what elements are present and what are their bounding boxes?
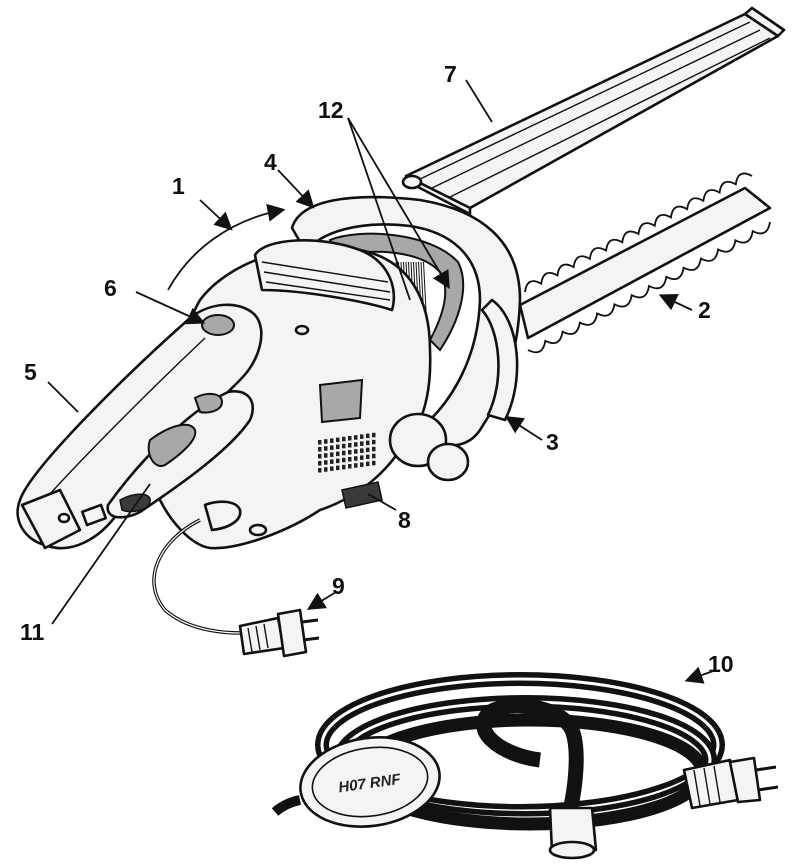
vent-slot — [354, 456, 358, 461]
vent-slot — [336, 458, 340, 464]
blade — [518, 172, 772, 354]
vent-slot — [366, 454, 370, 460]
vent-slot — [342, 457, 346, 463]
label-12: 12 — [318, 97, 344, 123]
vent-slot — [354, 442, 358, 447]
label-5: 5 — [24, 359, 37, 385]
vent-slot — [348, 436, 352, 441]
vent-slot — [342, 443, 346, 449]
vent-slot — [360, 434, 364, 439]
vent-slot — [354, 449, 358, 454]
vent-slot — [366, 440, 370, 446]
vent-slot — [318, 447, 322, 452]
vent-slot — [366, 461, 370, 467]
vent-slot — [330, 466, 334, 471]
vent-slot — [324, 439, 328, 444]
rear-handle — [16, 303, 263, 550]
vent-slot — [318, 468, 322, 473]
vent-slot — [360, 441, 364, 446]
vent-slot — [348, 450, 352, 455]
vent-slot — [366, 447, 370, 453]
label-1: 1 — [172, 173, 185, 199]
vent-slot — [330, 438, 334, 443]
vent-slot — [336, 437, 340, 443]
vent-slot — [342, 464, 346, 470]
vent-slot — [336, 451, 340, 457]
vent-slot — [348, 457, 352, 462]
vent-slot — [354, 435, 358, 440]
label-6: 6 — [104, 275, 117, 301]
vent-slot — [318, 454, 322, 459]
label-10: 10 — [708, 651, 734, 677]
vent-slot — [324, 446, 328, 451]
vent-slot — [324, 460, 328, 465]
vent-slot — [318, 461, 322, 466]
vent-slot — [330, 445, 334, 450]
vent-slot — [342, 450, 346, 456]
vent-slot — [324, 453, 328, 458]
vent-slot — [336, 444, 340, 450]
vent-slot — [342, 436, 346, 442]
vent-slot — [330, 452, 334, 457]
extension-cord: H07 RNF — [271, 672, 779, 860]
vent-slot — [372, 439, 376, 445]
label-11: 11 — [20, 619, 45, 645]
power-cord — [152, 500, 320, 658]
vent-slot — [348, 464, 352, 469]
vent-slot — [372, 460, 376, 466]
vent-slot — [354, 463, 358, 468]
label-8: 8 — [398, 507, 411, 533]
blade-cover — [401, 6, 786, 216]
vent-slot — [360, 455, 364, 460]
label-2: 2 — [698, 297, 711, 323]
vent-slot — [372, 432, 376, 438]
label-4: 4 — [264, 149, 277, 175]
rotation-arc — [167, 203, 286, 291]
vent-slot — [330, 459, 334, 464]
label-3: 3 — [546, 429, 559, 455]
vent-slot — [318, 440, 322, 445]
vent-slot — [360, 448, 364, 453]
vent-slot — [366, 433, 370, 439]
leader-lines — [47, 79, 717, 684]
label-7: 7 — [444, 61, 457, 87]
vent-slot — [324, 467, 328, 472]
vent-slot — [372, 453, 376, 459]
label-9: 9 — [332, 573, 345, 599]
vent-slot — [336, 465, 340, 471]
vent-slot — [360, 462, 364, 467]
vent-slot — [372, 446, 376, 452]
vent-slot — [348, 443, 352, 448]
